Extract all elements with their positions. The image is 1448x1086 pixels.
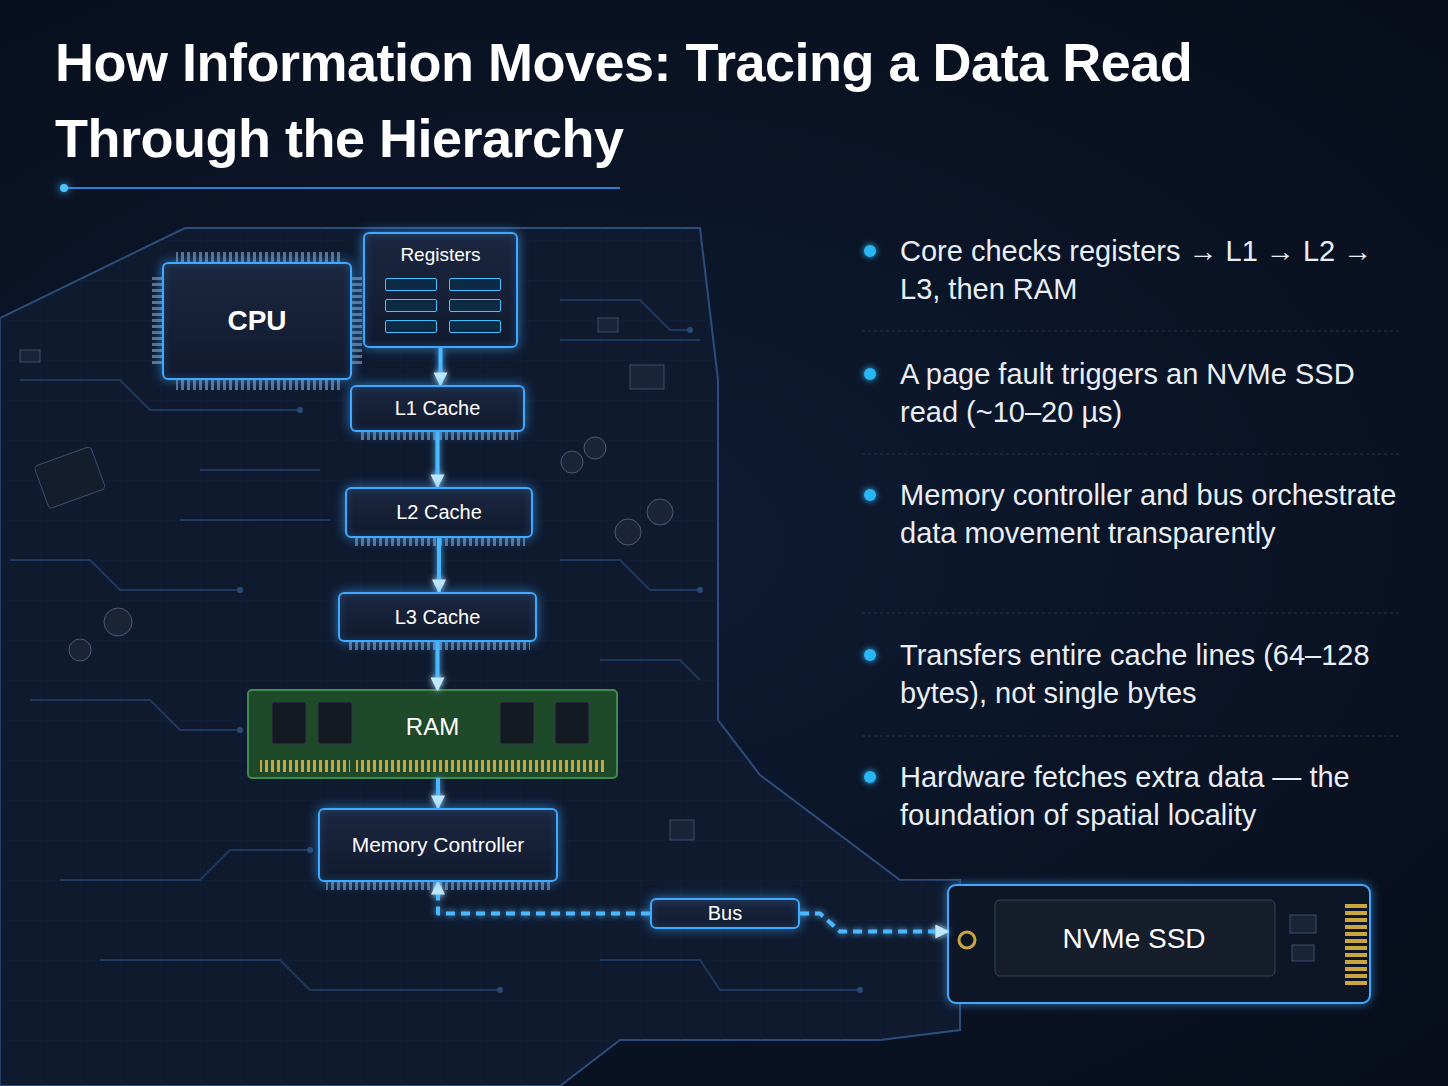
connector-arrow [436,778,440,808]
node-label: Memory Controller [352,833,525,857]
bullet-dot [864,489,876,501]
bullet-dot [864,649,876,661]
connector-arrow [437,538,441,592]
node-label: RAM [406,713,459,741]
title: How Information Moves: Tracing a Data Re… [55,24,1355,176]
register-cell [385,299,437,312]
cache-box: L1 Cache [350,385,525,432]
node-label: Bus [708,902,742,925]
bus-box: Bus [650,898,800,929]
cpu-chip: CPU [162,262,352,380]
bullet-text: Hardware fetches extra data — the founda… [900,758,1405,834]
bullet-dot [864,245,876,257]
bullet-dot [864,771,876,783]
bullet-text: Core checks registers → L1 → L2 → L3, th… [900,232,1405,308]
bullet-text: A page fault triggers an NVMe SSD read (… [900,355,1405,431]
node-label: NVMe SSD [1062,923,1205,955]
node-label: CPU [227,305,286,337]
bullet-text: Memory controller and bus orchestrate da… [900,476,1405,552]
memory-controller: Memory Controller [318,808,558,882]
node-label: L3 Cache [395,606,481,629]
connector-arrow [800,914,948,932]
register-cell [449,299,501,312]
node-label: L1 Cache [395,397,481,420]
bullet-dot [864,368,876,380]
bullet-text: Transfers entire cache lines (64–128 byt… [900,636,1405,712]
connector-arrow [436,642,440,690]
register-cell [449,320,501,333]
connector-arrow [436,432,440,487]
register-cell [449,278,501,291]
register-cell [385,278,437,291]
node-label: L2 Cache [396,501,482,524]
ssd-drive: NVMe SSD [948,885,1370,1003]
node-label: Registers [400,244,480,266]
cache-box: L2 Cache [345,487,533,538]
connector-arrow [438,882,650,914]
register-cell [385,320,437,333]
cache-box: L3 Cache [338,592,537,642]
connector-arrow [439,348,443,385]
ram-module: RAM [248,690,617,778]
register-file: Registers [363,232,518,348]
